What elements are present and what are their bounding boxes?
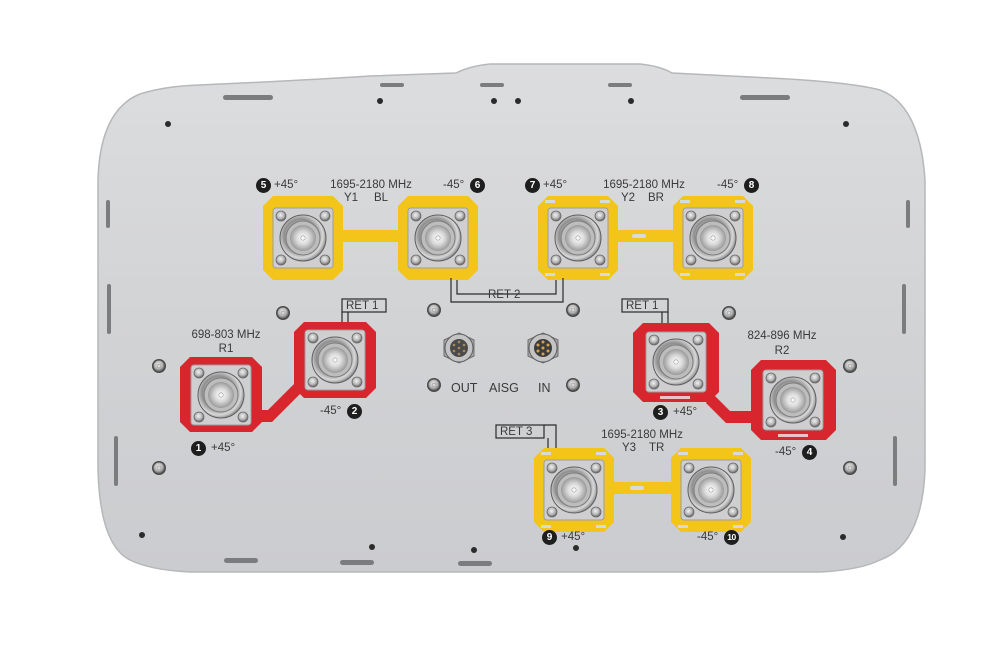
ret1-right-label: RET 1 — [626, 300, 659, 312]
port-6-polarization: -45° — [443, 179, 465, 191]
port-10-polarization: -45° — [697, 531, 719, 543]
port-badge-9: 9 — [542, 530, 557, 545]
r2-band-label: 824-896 MHz — [747, 330, 817, 342]
y3-name-label: Y3 — [622, 442, 637, 454]
ret-brackets — [341, 278, 669, 448]
port-4-polarization: -45° — [775, 446, 797, 458]
y1-position-label: BL — [374, 192, 389, 204]
y3-position-label: TR — [649, 442, 665, 454]
port-badge-1: 1 — [191, 441, 206, 456]
panel-body — [97, 63, 926, 573]
port-8-polarization: -45° — [717, 179, 739, 191]
ret3-label: RET 3 — [500, 426, 533, 438]
aisg-in-connector — [527, 332, 559, 364]
port-badge-5: 5 — [256, 178, 271, 193]
aisg-out-label: OUT — [451, 381, 478, 395]
y2-band-label: 1695-2180 MHz — [603, 179, 685, 191]
vent-slots — [106, 83, 910, 566]
y2-name-label: Y2 — [621, 192, 636, 204]
port-badge-8: 8 — [744, 178, 759, 193]
mount-holes — [139, 98, 849, 553]
port-badge-2: 2 — [347, 404, 362, 419]
y2-position-label: BR — [648, 192, 664, 204]
port-9-polarization: +45° — [561, 531, 586, 543]
port-badge-6: 6 — [470, 178, 485, 193]
port-7-polarization: +45° — [543, 179, 568, 191]
y3-band-label: 1695-2180 MHz — [601, 429, 683, 441]
port-badge-4: 4 — [802, 445, 817, 460]
port-1-polarization: +45° — [211, 442, 236, 454]
port-badge-10: 10 — [724, 530, 739, 545]
port-3-polarization: +45° — [673, 406, 698, 418]
r1-band-label: 698-803 MHz — [191, 329, 261, 341]
port-5-polarization: +45° — [274, 179, 299, 191]
aisg-out-connector — [443, 332, 475, 364]
r2-name-label: R2 — [774, 345, 790, 357]
port-badge-7: 7 — [525, 178, 540, 193]
aisg-in-label: IN — [538, 381, 551, 395]
ret1-left-label: RET 1 — [346, 300, 379, 312]
aisg-title-label: AISG — [489, 381, 519, 395]
ret2-label: RET 2 — [488, 289, 521, 301]
r1-name-label: R1 — [218, 343, 234, 355]
port-2-polarization: -45° — [320, 405, 342, 417]
y1-band-label: 1695-2180 MHz — [330, 179, 412, 191]
y1-name-label: Y1 — [344, 192, 359, 204]
port-badge-3: 3 — [653, 405, 668, 420]
